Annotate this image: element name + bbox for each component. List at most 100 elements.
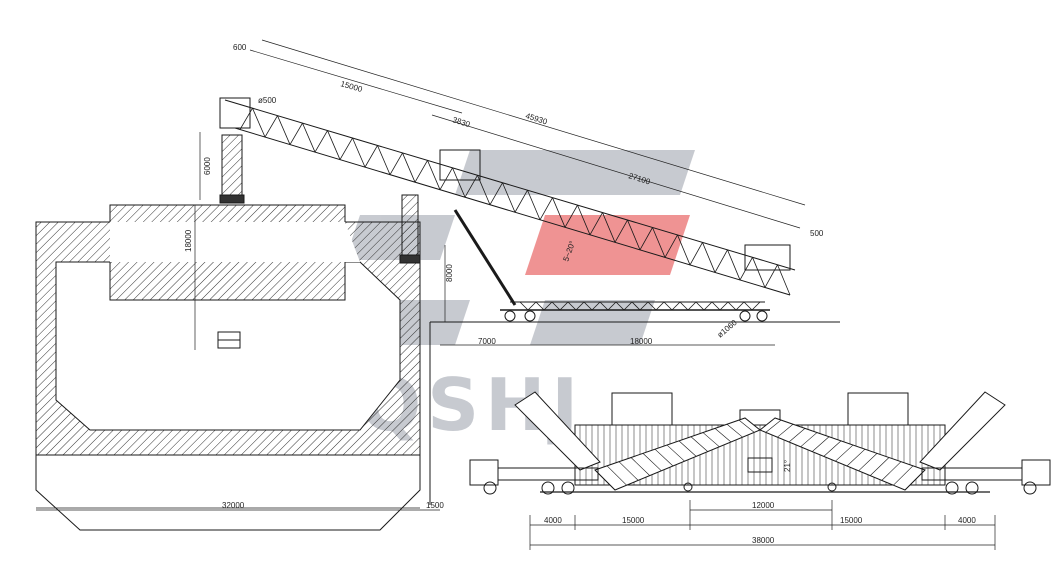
dim-18000-track: 18000 (630, 337, 653, 346)
drawing-line (464, 175, 478, 198)
rail-truss (519, 301, 761, 311)
ramp-ribs (594, 419, 926, 491)
drawing-line (735, 301, 745, 311)
drawing-line (655, 301, 665, 311)
drawing-line (614, 219, 628, 243)
dim-500: 500 (810, 229, 824, 238)
wheel-left-2 (524, 310, 536, 322)
drawing-line (726, 424, 743, 438)
drawing-line (678, 440, 697, 457)
drawing-line (527, 190, 541, 220)
drawing-line (277, 115, 291, 145)
boom-truss-members (239, 107, 791, 296)
drawing-line (623, 301, 633, 311)
drawing-line (812, 436, 830, 452)
drawing-line (703, 301, 713, 311)
second-chute-tip (399, 254, 421, 264)
drawing-line (352, 137, 366, 168)
drawing-line (702, 242, 716, 273)
drawing-line (607, 301, 617, 311)
drawing-line (677, 234, 691, 266)
dim-6000: 6000 (203, 157, 212, 175)
drawing-line (402, 152, 416, 183)
drawing-line (627, 219, 641, 251)
boom-top-chord (224, 99, 796, 271)
drawing-line (427, 160, 441, 190)
drawing-line (687, 301, 697, 311)
drawing-line (893, 465, 914, 486)
dim-front-12000: 12000 (752, 501, 775, 510)
drawing-line (639, 301, 649, 311)
drawing-line (552, 197, 566, 228)
hull-keel (35, 455, 421, 531)
drawing-line (689, 242, 703, 266)
counter-house (439, 149, 481, 181)
drawing-line (679, 301, 689, 311)
stacker-boom (219, 97, 840, 505)
drawing-line (591, 301, 601, 311)
drawing-line (690, 436, 708, 452)
drawing-line (738, 419, 755, 433)
drawing-line (642, 453, 662, 472)
drawing-line (502, 182, 516, 213)
dim-15000: 15000 (339, 79, 363, 94)
drawing-line (743, 301, 753, 311)
drawing-line (663, 301, 673, 311)
drawing-line (339, 137, 353, 160)
drawing-line (264, 115, 278, 138)
drawing-line (364, 145, 378, 168)
ramp-right (759, 417, 926, 491)
wheel-right-2 (756, 310, 768, 322)
drawing-line (439, 167, 453, 190)
drawing-line (452, 167, 466, 198)
drawing-line (823, 440, 842, 457)
dim-chute-dia: ø500 (258, 96, 277, 105)
drawing-line (881, 461, 902, 481)
roof-hopper-left (611, 392, 673, 426)
ramp-left (594, 417, 761, 491)
drawing-line (714, 428, 732, 443)
dim-3830: 3830 (451, 115, 471, 129)
drawing-line (664, 234, 678, 258)
drawing-line (289, 122, 303, 145)
drawing-line (671, 301, 681, 311)
front-dimension-labels: 4000 15000 12000 15000 4000 38000 21° (544, 460, 976, 545)
dim-front-15000-left: 15000 (622, 516, 645, 525)
dim-front-4000-left: 4000 (544, 516, 562, 525)
dim-1500: 1500 (426, 501, 444, 510)
drawing-line (695, 301, 705, 311)
drawing-line (302, 122, 316, 153)
ship-hull-section (35, 204, 421, 531)
drawing-line (846, 448, 866, 467)
drawing-line (764, 264, 778, 288)
dim-front-4000-right: 4000 (958, 516, 976, 525)
roof-hopper-right (847, 392, 909, 426)
wheel-right-1 (739, 310, 751, 322)
logo-gray-bar-top (455, 150, 695, 195)
tail-house (744, 244, 791, 271)
discharge-chute (221, 134, 243, 196)
drawing-line (800, 432, 818, 448)
drawing-line (583, 301, 593, 311)
side-dimensions (36, 39, 806, 511)
dim-front-38000: 38000 (752, 536, 775, 545)
drawing-line (777, 424, 794, 438)
drawing-line (654, 448, 674, 467)
dim-32000: 32000 (222, 501, 245, 510)
drawing-line (858, 453, 878, 472)
drawing-line (765, 419, 782, 433)
side-dimension-labels: 600 ø500 15000 45930 3830 27100 500 5~20… (184, 43, 824, 510)
dim-7000: 7000 (478, 337, 496, 346)
drawing-line (414, 160, 428, 183)
drawing-line (527, 301, 537, 311)
drawing-line (389, 152, 403, 175)
drawing-line (652, 227, 666, 258)
drawing-line (514, 190, 528, 213)
dim-600: 600 (233, 43, 247, 52)
boom-head (219, 97, 251, 129)
drawing-line (751, 301, 761, 311)
drawing-line (567, 301, 577, 311)
dim-18000: 18000 (184, 229, 193, 252)
drawing-line (631, 301, 641, 311)
drawing-line (599, 301, 609, 311)
